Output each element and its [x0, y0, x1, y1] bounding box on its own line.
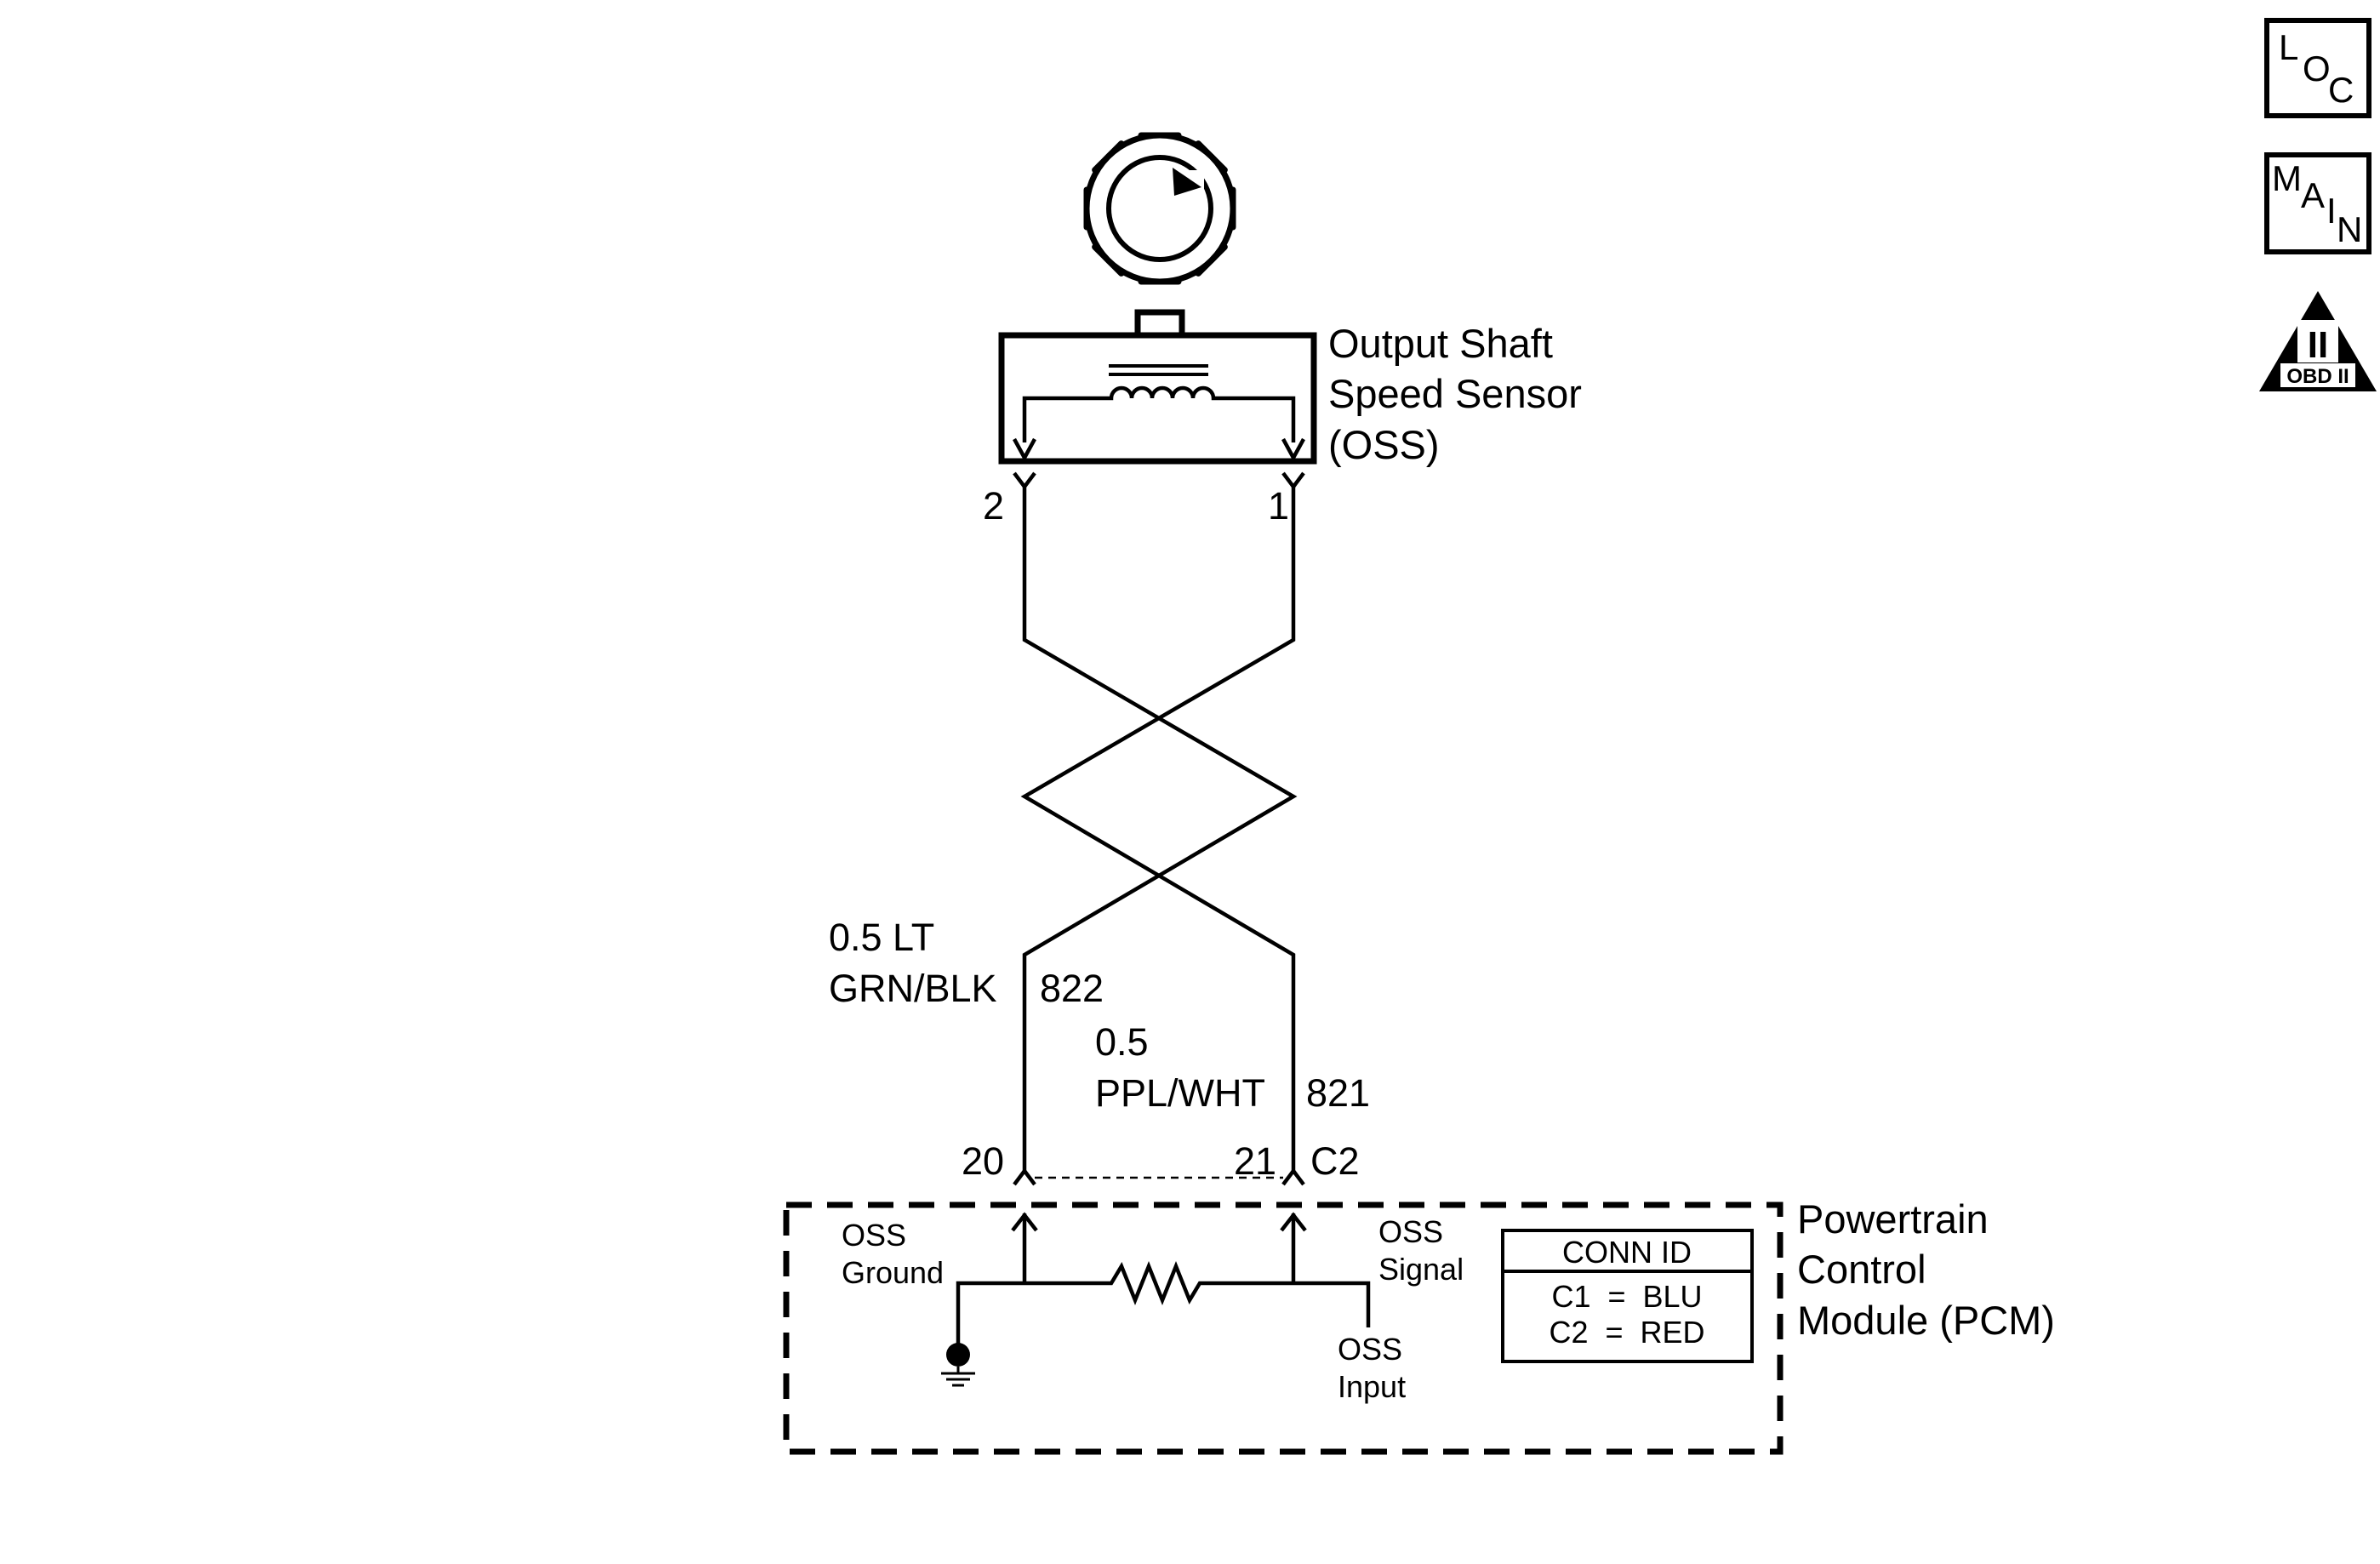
obd-ii-button[interactable]: II OBD II — [2259, 291, 2377, 391]
main-button-letter: I — [2326, 191, 2337, 231]
conn-id-table: CONN ID C1 = BLU C2 = RED — [1501, 1229, 1754, 1363]
oss-input-label: OSS Input — [1338, 1332, 1411, 1404]
sensor-pin-1-label: 1 — [1268, 484, 1289, 528]
connector-c2 — [1013, 1167, 1305, 1186]
ground-wire-color-label: 0.5 LT GRN/BLK — [829, 916, 997, 1010]
loc-button[interactable]: L O C — [2264, 18, 2371, 118]
oss-sensor-label: Output Shaft Speed Sensor (OSS) — [1328, 321, 1593, 467]
main-button-letter: M — [2272, 158, 2302, 198]
conn-id-header: CONN ID — [1562, 1235, 1692, 1270]
signal-wire-circuit-number: 821 — [1306, 1071, 1370, 1115]
main-button-letter: A — [2301, 175, 2325, 215]
pcm-label: Powertrain Control Module (PCM) — [1797, 1196, 2055, 1343]
ground-wire-circuit-number: 822 — [1040, 967, 1104, 1010]
connector-pin-21-label: 21 — [1234, 1139, 1276, 1183]
pcm-module-boundary — [783, 1202, 1784, 1455]
obd-ii-numeral: II — [2308, 324, 2328, 366]
signal-wire-color-label: 0.5 PPL/WHT — [1095, 1020, 1265, 1115]
conn-id-row: C1 = BLU — [1551, 1279, 1702, 1314]
sensor-pin-terminals — [1013, 471, 1305, 490]
oss-signal-label: OSS Signal — [1378, 1214, 1464, 1287]
connector-id-label: C2 — [1310, 1139, 1360, 1183]
loc-button-letter: C — [2328, 70, 2354, 110]
twisted-pair-wires — [1020, 487, 1298, 1174]
main-button-letter: N — [2337, 209, 2362, 249]
connector-pin-20-label: 20 — [962, 1139, 1004, 1183]
loc-button-letter: O — [2303, 49, 2331, 88]
main-button[interactable]: M A I N — [2264, 152, 2371, 254]
reluctor-wheel-icon — [1083, 132, 1236, 285]
conn-id-row: C2 = RED — [1549, 1315, 1704, 1350]
sensor-pin-2-label: 2 — [983, 484, 1004, 528]
ground-symbol-icon — [941, 1343, 975, 1387]
oss-sensor-body — [998, 309, 1317, 465]
obd-ii-caption: OBD II — [2286, 365, 2349, 388]
pcm-internal-circuit — [956, 1212, 1371, 1353]
loc-button-letter: L — [2279, 27, 2298, 67]
oss-ground-label: OSS Ground — [842, 1218, 944, 1290]
